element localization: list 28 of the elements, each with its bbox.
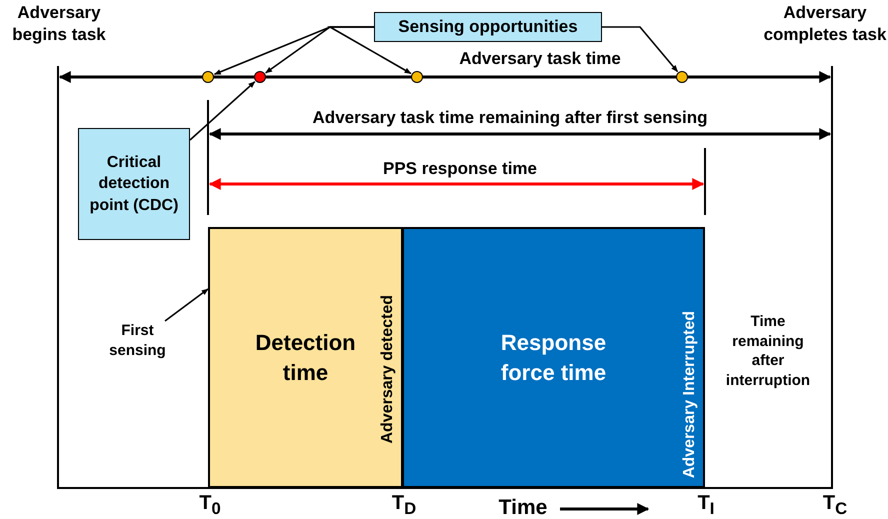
leader-arrow — [164, 288, 209, 322]
detection-point — [254, 71, 266, 83]
sensing-point — [411, 71, 423, 83]
annotation-text: Adversary begins task — [11, 2, 107, 46]
bar-label: Response force time — [500, 328, 608, 386]
dimension-label: PPS response time — [382, 158, 538, 180]
event-label: Adversary Interrupted — [681, 310, 699, 478]
annotation-text: Time remaining after interruption — [724, 312, 812, 390]
axis-label: Time — [498, 495, 548, 519]
time-marker: T$_{I}$ — [696, 491, 716, 519]
callout-box: Sensing opportunities — [374, 12, 602, 42]
response-time-bar — [402, 227, 705, 488]
dimension-label: Adversary task time — [458, 48, 622, 70]
sensing-point — [676, 71, 688, 83]
event-label: Adversary detected — [379, 295, 397, 444]
bar-label: First sensing — [108, 320, 167, 361]
callout-box: Critical detection point (CDC) — [78, 128, 190, 240]
time-marker: T$_{C}$ — [822, 491, 848, 519]
leader-arrow — [189, 81, 256, 141]
time-marker: T$_{0}$ — [198, 491, 222, 519]
leader-arrow — [327, 26, 412, 74]
sensing-point — [202, 71, 214, 83]
time-marker: T$_{D}$ — [390, 491, 418, 519]
leader-arrow — [602, 26, 678, 72]
annotation-text: Adversary completes task — [762, 2, 888, 46]
bar-label: Detection time — [254, 328, 357, 386]
detection-time-bar — [208, 227, 403, 488]
dimension-label: Adversary task time remaining after first sensing — [312, 107, 708, 129]
